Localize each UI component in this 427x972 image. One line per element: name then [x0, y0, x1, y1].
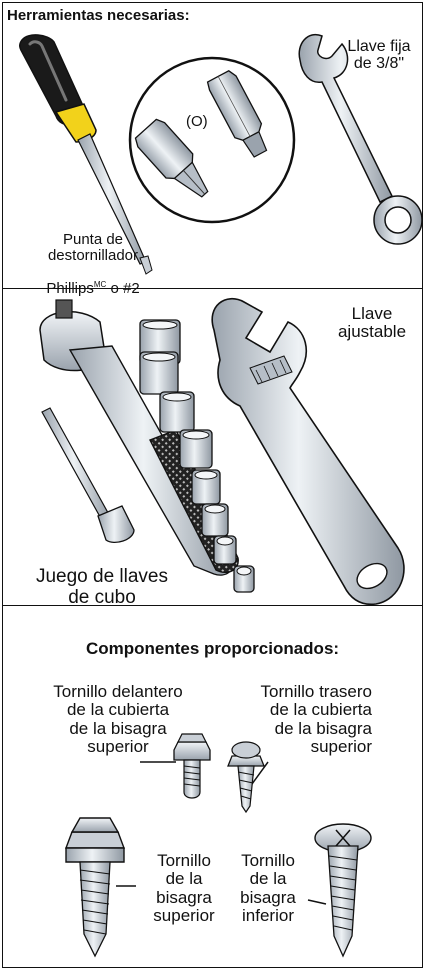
- top-hinge-screw-icon: [64, 817, 126, 958]
- section-divider-tools: [2, 288, 423, 289]
- tools-heading: Herramientas necesarias:: [7, 7, 190, 24]
- socket-opening-7: [216, 536, 234, 546]
- socket-opening-8: [236, 566, 252, 576]
- phillips-bit-label-mc: MC: [93, 279, 107, 289]
- front-cover-screw-icon: [173, 733, 211, 799]
- socket-2: [139, 351, 179, 395]
- combination-wrench-icon: [298, 33, 423, 245]
- phillips-bit-label: Punta de destornillador PhillipsMC o #2: [36, 216, 150, 297]
- section-divider-components: [2, 605, 423, 606]
- page-frame: [2, 2, 423, 968]
- screwdriver-icon: [19, 34, 153, 275]
- adjustable-wrench-icon: [211, 297, 405, 606]
- bottom-hinge-screw-icon: [314, 823, 372, 958]
- rear-cover-screw-label: Tornillo trasero de la cubierta de la bi…: [260, 682, 373, 757]
- bottom-hinge-screw-label: Tornillo de la bisagra inferior: [240, 851, 296, 926]
- adjustable-wrench-label: Llave ajustable: [337, 304, 407, 342]
- phillips-bit-label-line1: Punta de destornillador: [47, 231, 139, 265]
- top-hinge-screw-label: Tornillo de la bisagra superior: [153, 851, 215, 926]
- socket-opening-1: [142, 320, 178, 330]
- socket-opening-2: [142, 352, 176, 362]
- phillips-bit-label-prefix: Phillips: [46, 279, 94, 297]
- bit-options-icon: [128, 56, 296, 224]
- rear-cover-screw-icon: [227, 741, 265, 814]
- phillips-bit-label-suffix: o #2: [106, 279, 140, 297]
- sockets-icon: [139, 319, 255, 593]
- socket-opening-4: [182, 430, 210, 440]
- socket-opening-3: [162, 392, 192, 402]
- socket-4: [179, 429, 213, 469]
- bit-option-label: (O): [186, 113, 208, 130]
- socket-opening-5: [194, 470, 218, 480]
- bottom-hinge-screw-leader: [307, 899, 327, 905]
- extension-bar-icon: [41, 407, 135, 544]
- socket-opening-6: [204, 504, 226, 514]
- socket-3: [159, 391, 195, 433]
- wrench-38-label: Llave fija de 3/8": [347, 38, 411, 73]
- socket-set-label: Juego de llaves de cubo: [35, 566, 169, 608]
- components-heading: Componentes proporcionados:: [85, 639, 340, 658]
- rear-cover-screw-leader: [251, 761, 269, 785]
- front-cover-screw-label: Tornillo delantero de la cubierta de la …: [53, 682, 183, 757]
